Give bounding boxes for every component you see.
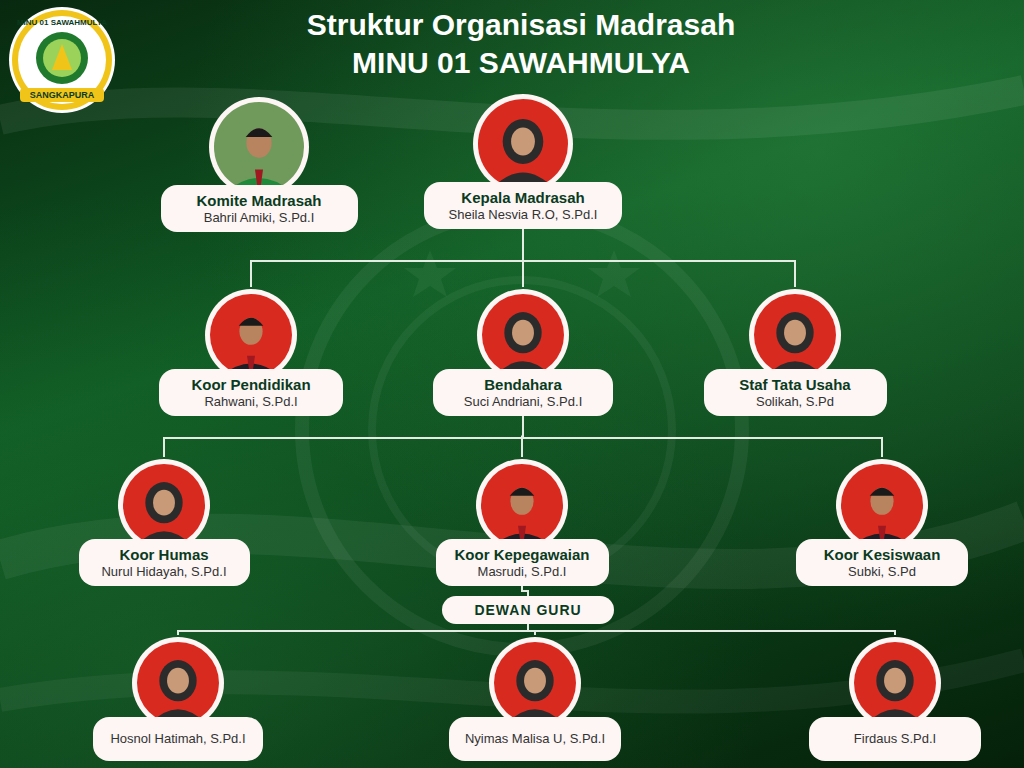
portrait-photo <box>471 92 575 196</box>
face <box>512 320 534 346</box>
hijab <box>516 660 553 701</box>
person-name: Nyimas Malisa U, S.Pd.I <box>463 731 607 747</box>
person-name: Suci Andriani, S.Pd.I <box>447 394 599 410</box>
face <box>246 128 271 157</box>
person-name: Rahwani, S.Pd.I <box>173 394 329 410</box>
name-card: Staf Tata UsahaSolikah, S.Pd <box>704 369 887 416</box>
org-node: Koor KepegawaianMasrudi, S.Pd.I <box>436 457 609 586</box>
org-connector <box>528 624 535 635</box>
name-card: Kepala MadrasahSheila Nesvia R.O, S.Pd.I <box>424 182 622 229</box>
hijab <box>503 119 544 164</box>
role-title: Komite Madrasah <box>175 191 344 210</box>
person-name: Solikah, S.Pd <box>718 394 873 410</box>
name-card: Komite MadrasahBahril Amiki, S.Pd.I <box>161 185 358 232</box>
org-node: Firdaus S.Pd.I <box>809 635 981 761</box>
org-connector <box>528 624 895 635</box>
face <box>511 128 535 156</box>
role-title: Koor Pendidikan <box>173 375 329 394</box>
logo-text: SANGKAPURA <box>20 90 104 100</box>
person-name: Nurul Hidayah, S.Pd.I <box>93 564 236 580</box>
name-card: Koor KesiswaanSubki, S.Pd <box>796 539 968 586</box>
org-connector <box>251 229 523 287</box>
logo-band <box>20 88 104 102</box>
face <box>239 318 262 345</box>
logo-ring <box>12 10 112 110</box>
name-card: BendaharaSuci Andriani, S.Pd.I <box>433 369 613 416</box>
group-title: DEWAN GURU <box>456 602 600 618</box>
org-connector <box>164 416 523 457</box>
watermark-star <box>588 250 640 297</box>
org-node: Koor HumasNurul Hidayah, S.Pd.I <box>79 457 250 586</box>
chart-title: Struktur Organisasi Madrasah MINU 01 SAW… <box>286 6 756 82</box>
hijab <box>876 660 913 701</box>
logo-text: MINU 01 SAWAHMULYA <box>14 18 110 28</box>
photo-content <box>207 95 311 199</box>
org-connector <box>523 416 882 457</box>
org-node: Koor PendidikanRahwani, S.Pd.I <box>159 287 343 416</box>
face <box>153 490 175 516</box>
person-name: Firdaus S.Pd.I <box>823 731 967 747</box>
face <box>884 668 906 694</box>
org-connector <box>178 624 528 635</box>
role-title: Staf Tata Usaha <box>718 375 873 394</box>
role-title: Koor Humas <box>93 545 236 564</box>
name-card: DEWAN GURU <box>442 596 614 624</box>
hair <box>870 488 894 496</box>
name-card: Nyimas Malisa U, S.Pd.I <box>449 717 621 761</box>
person-name: Masrudi, S.Pd.I <box>450 564 595 580</box>
hijab <box>504 312 541 353</box>
org-connector <box>523 229 795 287</box>
org-node: Komite MadrasahBahril Amiki, S.Pd.I <box>161 95 358 232</box>
org-node: Hosnol Hatimah, S.Pd.I <box>93 635 263 761</box>
portrait-photo <box>207 95 311 199</box>
hijab <box>159 660 196 701</box>
role-title: Kepala Madrasah <box>438 188 608 207</box>
photo-background <box>207 95 311 199</box>
logo-ring <box>18 16 106 104</box>
face <box>870 488 893 515</box>
org-connector <box>522 586 528 596</box>
photo-content <box>471 92 575 196</box>
name-card: Koor PendidikanRahwani, S.Pd.I <box>159 369 343 416</box>
face <box>510 488 533 515</box>
name-card: Koor HumasNurul Hidayah, S.Pd.I <box>79 539 250 586</box>
logo-center <box>43 39 81 77</box>
hair <box>246 128 273 137</box>
person-name: Sheila Nesvia R.O, S.Pd.I <box>438 207 608 223</box>
role-title: Koor Kesiswaan <box>810 545 954 564</box>
name-card: Hosnol Hatimah, S.Pd.I <box>93 717 263 761</box>
watermark-star <box>404 250 456 297</box>
hijab <box>145 482 182 523</box>
org-node: Kepala MadrasahSheila Nesvia R.O, S.Pd.I <box>424 92 622 229</box>
hair <box>510 488 534 496</box>
face <box>167 668 189 694</box>
logo-center <box>36 32 88 84</box>
person-name: Hosnol Hatimah, S.Pd.I <box>107 731 249 747</box>
org-node: Staf Tata UsahaSolikah, S.Pd <box>704 287 887 416</box>
face <box>784 320 806 346</box>
face <box>524 668 546 694</box>
org-node: Nyimas Malisa U, S.Pd.I <box>449 635 621 761</box>
org-node: BendaharaSuci Andriani, S.Pd.I <box>433 287 613 416</box>
photo-background <box>471 92 575 196</box>
name-card: Koor KepegawaianMasrudi, S.Pd.I <box>436 539 609 586</box>
org-node: Koor KesiswaanSubki, S.Pd <box>796 457 968 586</box>
logo-ring <box>9 7 115 113</box>
person-name: Bahril Amiki, S.Pd.I <box>175 210 344 226</box>
person-name: Subki, S.Pd <box>810 564 954 580</box>
role-title: Koor Kepegawaian <box>450 545 595 564</box>
hair <box>239 318 263 326</box>
hijab <box>776 312 813 353</box>
role-title: Bendahara <box>447 375 599 394</box>
name-card: Firdaus S.Pd.I <box>809 717 981 761</box>
org-node: DEWAN GURU <box>442 596 614 624</box>
logo-emblem <box>52 44 72 70</box>
